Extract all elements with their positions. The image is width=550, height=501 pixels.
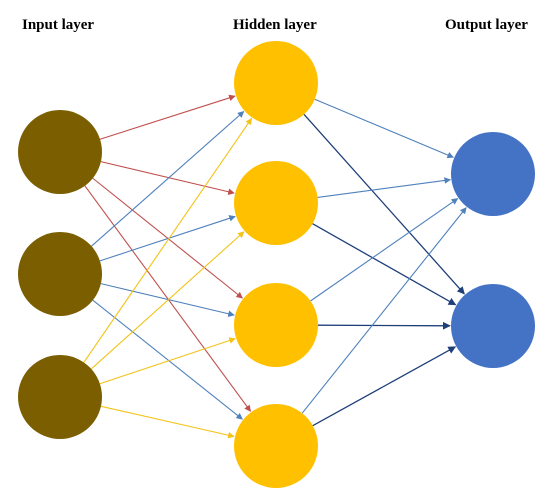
hidden-node-4 — [234, 404, 318, 488]
hidden-layer-label: Hidden layer — [233, 17, 317, 33]
edge-hidden4-output2 — [312, 346, 457, 427]
edge-input2-hidden2 — [99, 215, 236, 262]
output-node-1 — [451, 132, 535, 216]
edge-hidden1-output1 — [314, 98, 454, 159]
edge-input2-hidden4 — [92, 299, 243, 420]
hidden-node-3 — [234, 283, 318, 367]
edge-input1-hidden4 — [84, 185, 251, 412]
edge-input3-hidden3 — [99, 337, 236, 385]
edge-hidden2-output2 — [312, 223, 457, 306]
hidden-node-2 — [234, 161, 318, 245]
edge-hidden3-output1 — [310, 198, 459, 302]
edge-input2-hidden1 — [91, 111, 245, 247]
edge-hidden3-output2 — [317, 321, 451, 330]
edge-input3-hidden4 — [100, 405, 235, 439]
edge-hidden1-output2 — [303, 113, 465, 295]
hidden-node-1 — [234, 41, 318, 125]
edge-input2-hidden3 — [100, 283, 235, 317]
edge-input1-hidden1 — [99, 94, 236, 140]
edge-input3-hidden2 — [90, 231, 245, 370]
neuron-nodes — [18, 41, 535, 488]
output-node-2 — [451, 284, 535, 368]
edge-hidden4-output1 — [301, 207, 467, 414]
input-layer-label: Input layer — [22, 17, 94, 33]
edge-input3-hidden1 — [83, 117, 253, 363]
input-node-1 — [18, 110, 102, 194]
input-node-2 — [18, 232, 102, 316]
input-node-3 — [18, 355, 102, 439]
output-layer-label: Output layer — [445, 17, 528, 33]
connection-edges — [83, 94, 467, 439]
edge-hidden2-output1 — [317, 177, 452, 198]
edge-input1-hidden2 — [100, 161, 235, 195]
